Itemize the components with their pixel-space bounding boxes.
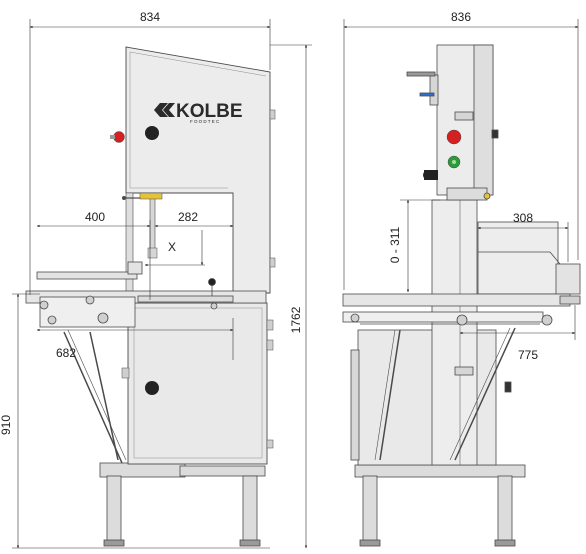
dim-table-extension: 682 [56, 346, 76, 360]
front-view: KOLBE FOODTEC [0, 10, 312, 549]
dim-front-width: 834 [140, 10, 160, 24]
front-dimensions [12, 19, 312, 549]
side-dimensions [343, 19, 579, 340]
lower-door-knob[interactable] [145, 381, 159, 395]
dim-side-width: 836 [451, 10, 471, 24]
dim-total-height: 1762 [289, 306, 303, 333]
dim-cut-height-range: 0 - 311 [388, 226, 402, 263]
dim-throat-right: 282 [178, 210, 198, 224]
side-cabinet [350, 199, 497, 466]
side-legs [354, 464, 526, 547]
dim-throat-left: 400 [85, 210, 105, 224]
side-work-table [342, 221, 581, 461]
upper-door-knob[interactable] [145, 126, 159, 140]
side-upper-head [406, 44, 499, 201]
front-legs [99, 462, 266, 547]
dim-table-depth: 775 [518, 348, 538, 362]
brand-name: KOLBE [176, 101, 243, 122]
side-view: 836 0 - 311 308 775 [342, 10, 581, 547]
front-lower-cabinet [121, 302, 274, 465]
blade-guide [122, 192, 163, 259]
front-controls [110, 126, 159, 143]
dim-cut-height: X [168, 240, 176, 254]
stop-button[interactable] [113, 131, 125, 143]
dim-cut-width: 308 [513, 211, 533, 225]
kolbe-logo: KOLBE FOODTEC [154, 101, 243, 124]
side-stop-button[interactable] [446, 129, 462, 145]
side-hand-wheel[interactable] [423, 170, 438, 180]
brand-subtitle: FOODTEC [190, 119, 220, 124]
front-sliding-table [25, 261, 267, 464]
dim-table-height: 910 [0, 415, 13, 435]
